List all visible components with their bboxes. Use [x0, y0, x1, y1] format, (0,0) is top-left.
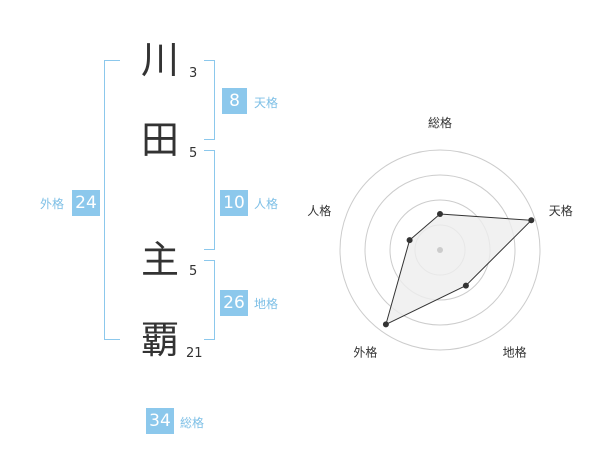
- radar-point-2: [528, 217, 535, 224]
- radar-ring-3: [364, 174, 516, 326]
- radar-point-1: [437, 211, 443, 217]
- name-char-1: 川: [140, 38, 179, 82]
- radar-point-4: [382, 321, 389, 328]
- stroke-count-4: 21: [186, 346, 203, 361]
- stroke-count-3: 5: [189, 264, 198, 279]
- radar-ring-4: [339, 149, 541, 351]
- radar-axis-label-1: 総格: [428, 115, 452, 130]
- gaikaku-label: 外格: [40, 197, 65, 211]
- radar-axis-label-3: 地格: [503, 345, 527, 360]
- tenkaku-badge: 8: [222, 88, 247, 114]
- chikaku-badge: 26: [220, 290, 248, 316]
- radar-point-5: [406, 237, 413, 244]
- name-char-2: 田: [140, 118, 179, 162]
- radar-axis-label-5: 人格: [307, 203, 331, 218]
- radar-series-area: [385, 213, 533, 326]
- radar-center-point: [437, 247, 443, 253]
- radar-axis-label-2: 天格: [549, 203, 573, 218]
- chikaku-bracket: [204, 260, 215, 340]
- gaikaku-badge: 24: [72, 190, 100, 216]
- tenkaku-label: 天格: [254, 96, 279, 110]
- name-char-4: 覇: [140, 318, 179, 362]
- gaikaku-bracket: [104, 60, 120, 340]
- jinkaku-label: 人格: [254, 197, 279, 211]
- chikaku-label: 地格: [254, 297, 279, 311]
- jinkaku-badge: 10: [220, 190, 248, 216]
- soukaku-badge: 34: [146, 408, 174, 434]
- soukaku-label: 総格: [180, 416, 205, 430]
- stroke-count-2: 5: [189, 146, 198, 161]
- radar-point-3: [462, 282, 469, 289]
- jinkaku-bracket: [204, 150, 215, 250]
- name-char-3: 主: [140, 238, 179, 282]
- radar-axis-label-4: 外格: [353, 345, 377, 360]
- stroke-count-1: 3: [189, 66, 198, 81]
- tenkaku-bracket: [204, 60, 215, 140]
